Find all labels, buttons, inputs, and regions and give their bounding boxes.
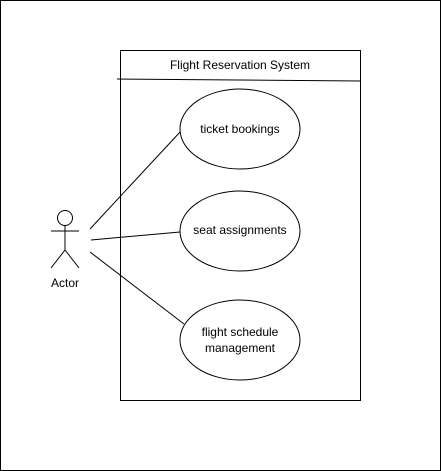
actor-right-leg	[64, 249, 80, 269]
use-case-label: ticket bookings	[200, 122, 279, 136]
use-case-ellipse	[179, 88, 301, 170]
system-boundary: Flight Reservation System	[116, 50, 362, 401]
use-case-label-line-1: flight schedule	[202, 325, 279, 339]
use-case-flight-schedule-management: flight schedule management	[179, 299, 301, 381]
actor-label: Actor	[51, 276, 79, 290]
actor: Actor	[50, 210, 80, 290]
use-case-ellipse	[179, 299, 301, 381]
actor-left-leg	[50, 249, 66, 269]
system-title-divider	[116, 78, 362, 82]
use-case-label: seat assignments	[193, 223, 286, 237]
system-boundary-box	[120, 50, 361, 401]
associations	[89, 130, 185, 325]
association-ticket-bookings	[89, 130, 182, 230]
use-case-label-line-2: management	[205, 341, 276, 355]
association-seat-assignments	[90, 231, 181, 241]
association-flight-schedule-management	[89, 251, 185, 325]
use-case-seat-assignments: seat assignments	[179, 190, 301, 272]
use-case-ticket-bookings: ticket bookings	[179, 88, 301, 170]
actor-head	[57, 210, 73, 226]
use-case-ellipse	[179, 190, 301, 272]
system-title: Flight Reservation System	[170, 58, 310, 72]
